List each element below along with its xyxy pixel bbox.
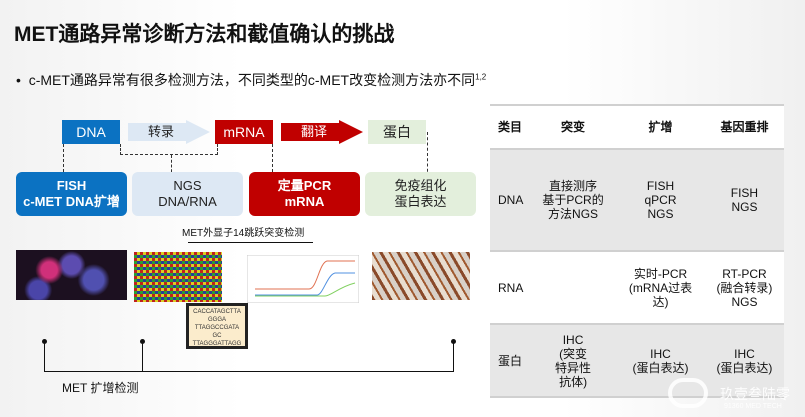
fish-image bbox=[16, 250, 127, 300]
dna-box: DNA bbox=[62, 120, 120, 144]
cell: RNA bbox=[490, 250, 530, 324]
connector bbox=[63, 144, 64, 177]
exon14-label: MET外显子14跳跃突变检测 bbox=[182, 228, 305, 239]
bracket bbox=[44, 341, 45, 371]
method-line: 免疫组化 bbox=[394, 178, 447, 193]
page-title: MET通路异常诊断方法和截值确认的挑战 bbox=[14, 23, 395, 46]
watermark-cn: 玖壹叁陆零 bbox=[720, 386, 790, 402]
seq-line: CACCATAGCTTA bbox=[193, 309, 241, 315]
seq-line: GGGA bbox=[207, 317, 226, 323]
bracket bbox=[142, 341, 143, 371]
seq-line: GC bbox=[212, 333, 222, 339]
cell: DNA bbox=[490, 148, 530, 251]
cell: FISH qPCR NGS bbox=[616, 148, 705, 251]
bracket bbox=[453, 341, 454, 371]
cell: FISH NGS bbox=[704, 148, 784, 251]
col-header: 突变 bbox=[530, 104, 617, 149]
cell: IHC (突变 特异性 抗体) bbox=[530, 323, 617, 397]
col-header: 类目 bbox=[490, 104, 530, 149]
cell: 实时-PCR (mRNA过表 达) bbox=[616, 250, 705, 324]
method-line: FISH bbox=[56, 178, 87, 193]
transcription-label: 转录 bbox=[147, 124, 174, 139]
col-header: 扩增 bbox=[616, 104, 705, 149]
connector bbox=[272, 144, 273, 177]
qpcr-curve-image bbox=[247, 255, 359, 303]
method-line: NGS bbox=[173, 178, 202, 193]
bullet-text: • c-MET通路异常有很多检测方法，不同类型的c-MET改变检测方法亦不同1,… bbox=[16, 72, 487, 88]
method-line: DNA/RNA bbox=[158, 194, 217, 209]
amplification-label: MET 扩增检测 bbox=[62, 381, 139, 395]
translation-arrow bbox=[281, 120, 363, 144]
connector bbox=[171, 155, 172, 177]
connector bbox=[120, 144, 218, 155]
method-line: 定量PCR bbox=[277, 178, 332, 193]
cell: 蛋白 bbox=[490, 323, 530, 397]
cell bbox=[530, 250, 617, 324]
connector bbox=[427, 132, 428, 177]
method-ihc: 免疫组化蛋白表达 bbox=[365, 172, 476, 216]
method-line: 蛋白表达 bbox=[394, 194, 447, 209]
transcription-arrow bbox=[128, 120, 210, 144]
ihc-image bbox=[372, 252, 470, 300]
citation: 1,2 bbox=[475, 72, 487, 82]
seq-line: TTAGGCCGATA bbox=[194, 325, 240, 331]
bracket bbox=[44, 371, 454, 372]
watermark-en: 91360 MED TECH bbox=[724, 403, 782, 410]
watermark-cloud-icon bbox=[668, 378, 708, 408]
ngs-image bbox=[134, 252, 222, 302]
cell: IHC (蛋白表达) bbox=[704, 323, 784, 397]
method-line: c-MET DNA扩增 bbox=[23, 194, 120, 209]
protein-box: 蛋白 bbox=[368, 120, 426, 144]
exon14-underline bbox=[188, 242, 313, 243]
seq-line: TTAGGGATTAGG bbox=[192, 341, 242, 347]
translation-label: 翻译 bbox=[300, 124, 327, 139]
cell: 直接测序 基于PCR的 方法NGS bbox=[530, 148, 617, 251]
mrna-box: mRNA bbox=[215, 120, 273, 144]
method-line: mRNA bbox=[284, 194, 325, 209]
cell: RT-PCR (融合转录) NGS bbox=[704, 250, 784, 324]
col-header: 基因重排 bbox=[704, 104, 784, 149]
sequence-inset: CACCATAGCTTA GGGA TTAGGCCGATA GC TTAGGGATTAG… bbox=[186, 303, 248, 349]
bullet-body: c-MET通路异常有很多检测方法，不同类型的c-MET改变检测方法亦不同 bbox=[28, 72, 476, 88]
table-row: RNA 实时-PCR (mRNA过表 达)RT-PCR (融合转录) NGS bbox=[490, 250, 784, 324]
